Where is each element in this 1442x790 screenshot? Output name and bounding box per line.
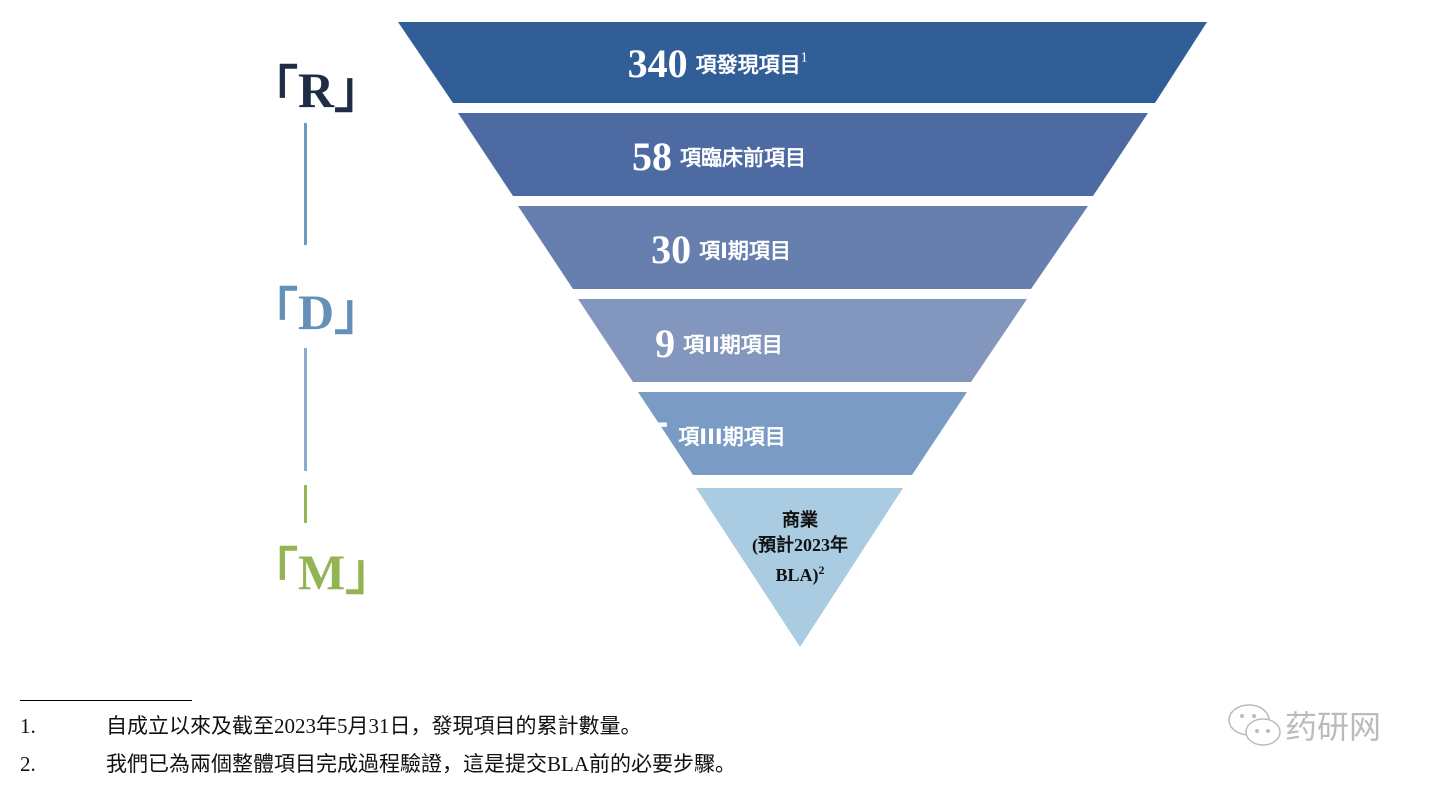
commercial-line3: BLA) [775,565,819,585]
commercial-line1: 商業 [782,510,818,530]
watermark-text: 药研网 [1285,708,1382,746]
footnote-ref: 1 [800,50,809,65]
count: 30 [651,227,692,272]
count: 5 [650,413,671,458]
label: 項III期項目 [678,424,786,449]
commercial-line2: (預計2023年 [752,535,848,555]
count: 340 [627,41,688,86]
band-label-phase1: 30 項I期項目 [0,226,1442,273]
count: 9 [655,321,676,366]
footnote-text: 自成立以來及截至2023年5月31日，發現項目的累計數量。 [106,714,642,738]
band-label-phase3: 5 項III期項目 [0,412,1439,459]
funnel-commercial-triangle [696,488,903,647]
wechat-icon [1228,704,1281,746]
funnel-band-preclinical [458,113,1148,196]
connector-line [304,123,307,245]
band-label-preclinical: 58 項臨床前項目 [0,133,1440,180]
connector-line [304,485,307,523]
label: 項II期項目 [683,332,783,357]
commercial-label: 商業 (預計2023年 BLA)2 [700,508,900,588]
footnote-divider [20,700,192,701]
footnote-number: 2. [20,752,36,776]
footnote-ref: 2 [818,563,825,577]
footnote-1: 1. 自成立以來及截至2023年5月31日，發現項目的累計數量。 [20,710,642,740]
label: 項臨床前項目 [680,145,806,170]
footnote-text: 我們已為兩個整體項目完成過程驗證，這是提交BLA前的必要步驟。 [106,752,736,776]
stage-r: 「R」 [248,62,385,118]
funnel-band-phase1 [518,206,1088,289]
label: 項發現項目 [695,52,801,77]
label: 項I期項目 [699,238,791,263]
stage-m: 「M」 [248,544,396,600]
watermark: 药研网 [1225,700,1381,750]
funnel-band-phase3 [638,392,967,475]
funnel-band-discovery [398,22,1207,103]
count: 58 [632,134,672,179]
band-label-discovery: 340 項發現項目1 [0,40,1439,87]
footnote-number: 1. [20,714,36,738]
band-label-phase2: 9 項II期項目 [0,320,1440,367]
connector-line [304,348,307,471]
footnote-2: 2. 我們已為兩個整體項目完成過程驗證，這是提交BLA前的必要步驟。 [20,748,736,778]
funnel-band-phase2 [578,299,1027,382]
stage-d: 「D」 [248,284,385,340]
